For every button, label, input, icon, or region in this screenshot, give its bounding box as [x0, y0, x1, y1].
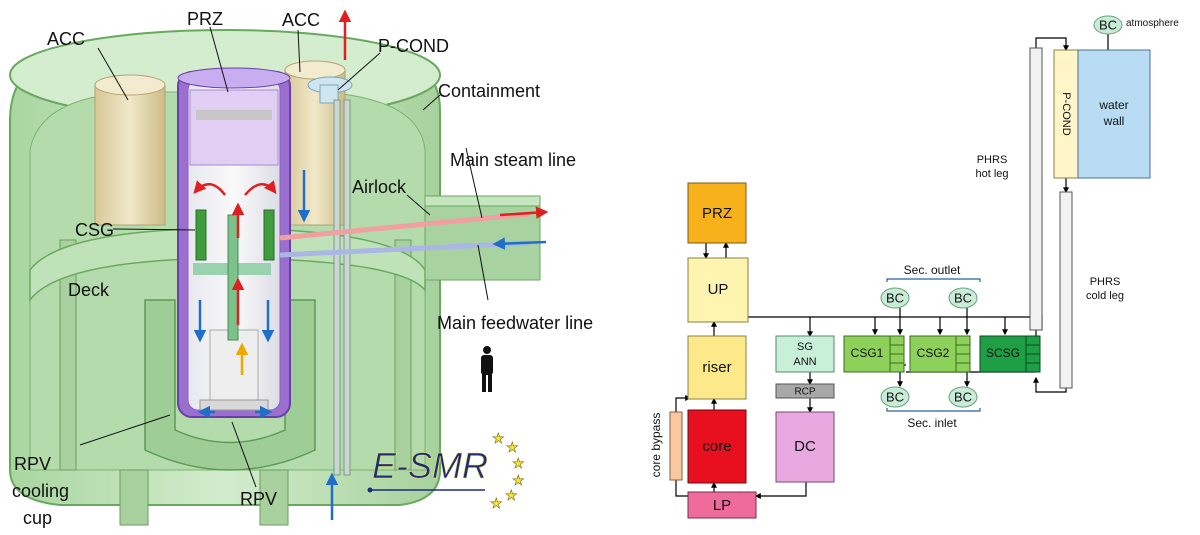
- svg-text:BC: BC: [954, 389, 972, 404]
- svg-text:UP: UP: [708, 281, 729, 298]
- label-phrs-cold-line2: cold leg: [1086, 290, 1124, 302]
- eu-stars-icon: ★ ★ ★ ★ ★ ★: [490, 430, 525, 512]
- svg-text:SCSG: SCSG: [986, 346, 1020, 360]
- label-main-feedwater-line: Main feedwater line: [437, 313, 593, 333]
- rpv-vessel: [177, 67, 291, 418]
- logo-text: E-SMR: [372, 445, 488, 486]
- svg-text:CSG1: CSG1: [851, 346, 884, 360]
- label-prz: PRZ: [187, 9, 223, 29]
- svg-text:★: ★: [505, 487, 518, 503]
- block-prz: PRZ: [687, 182, 747, 244]
- svg-text:PRZ: PRZ: [702, 205, 732, 222]
- label-main-steam-line: Main steam line: [450, 150, 576, 170]
- label-phrs-hot-line1: PHRS: [977, 154, 1008, 166]
- block-rcp: RCP: [775, 383, 835, 399]
- svg-text:BC: BC: [886, 290, 904, 305]
- svg-text:DC: DC: [794, 438, 816, 455]
- p-cond-unit: [307, 76, 353, 476]
- svg-text:BC: BC: [1099, 17, 1117, 32]
- bc-sec-outlet-2: BC: [948, 287, 978, 309]
- acc-tank-left: [94, 74, 166, 226]
- e-smr-logo: E-SMR ★ ★ ★ ★ ★ ★: [367, 430, 525, 512]
- svg-text:RCP: RCP: [794, 387, 815, 398]
- svg-text:riser: riser: [702, 359, 731, 376]
- label-rpv: RPV: [240, 489, 277, 509]
- label-acc-right: ACC: [282, 10, 320, 30]
- label-rpv-cooling-cup-line3: cup: [23, 508, 52, 528]
- main-steam-pipe: [279, 211, 531, 241]
- svg-text:core: core: [702, 438, 731, 455]
- label-rpv-cooling-cup-line2: cooling: [12, 481, 69, 501]
- rpv-cooling-cup: [144, 299, 316, 471]
- block-riser: riser: [687, 335, 747, 400]
- svg-text:★: ★: [512, 472, 525, 488]
- svg-text:CSG2: CSG2: [917, 346, 950, 360]
- label-phrs-hot-line2: hot leg: [975, 168, 1008, 180]
- block-scsg: SCSG: [979, 335, 1041, 373]
- phrs-hot-leg-pipe: [1029, 47, 1043, 331]
- block-dc: DC: [775, 411, 835, 483]
- svg-text:core bypass: core bypass: [649, 413, 663, 478]
- svg-text:LP: LP: [713, 497, 731, 514]
- label-containment: Containment: [438, 81, 540, 101]
- main-feedwater-pipe: [279, 240, 531, 258]
- block-water-wall: water wall: [1077, 49, 1151, 179]
- label-csg: CSG: [75, 220, 114, 240]
- label-atmosphere: atmosphere: [1126, 18, 1179, 29]
- block-core-bypass: core bypass: [649, 411, 683, 481]
- label-p-cond: P-COND: [378, 36, 449, 56]
- phrs-cold-leg-pipe: [1059, 191, 1073, 389]
- svg-text:SG: SG: [797, 341, 813, 353]
- label-airlock: Airlock: [352, 177, 407, 197]
- block-core: core: [687, 409, 747, 484]
- svg-text:BC: BC: [954, 290, 972, 305]
- label-sec-inlet: Sec. inlet: [907, 416, 957, 430]
- svg-text:★: ★: [490, 495, 503, 511]
- bc-sec-inlet-1: BC: [880, 386, 910, 408]
- block-lp: LP: [687, 491, 757, 519]
- svg-text:★: ★: [492, 430, 505, 446]
- svg-text:water: water: [1098, 98, 1128, 112]
- human-figure-icon: [481, 346, 493, 392]
- containment-illustration: ACC PRZ ACC P-COND Containment Main stea…: [9, 9, 593, 528]
- label-acc-left: ACC: [47, 29, 85, 49]
- deck-platform: [29, 227, 426, 303]
- flow-arrows: [193, 9, 549, 520]
- block-csg2: CSG2: [909, 335, 971, 373]
- sec-inlet-bracket: [886, 408, 981, 412]
- bc-sec-outlet-1: BC: [880, 287, 910, 309]
- label-deck: Deck: [68, 280, 110, 300]
- bc-atmosphere: BC: [1093, 15, 1123, 35]
- leader-lines: [79, 26, 489, 488]
- sec-outlet-bracket: [886, 278, 981, 282]
- bc-sec-inlet-2: BC: [948, 386, 978, 408]
- support-legs: [59, 239, 412, 526]
- svg-text:BC: BC: [886, 389, 904, 404]
- label-phrs-cold-line1: PHRS: [1090, 276, 1121, 288]
- block-csg1: CSG1: [843, 335, 905, 373]
- label-rpv-cooling-cup-line1: RPV: [14, 454, 51, 474]
- block-up: UP: [687, 257, 749, 323]
- nodalization-diagram: PRZ UP riser core LP core bypass SG ANN: [649, 15, 1179, 519]
- svg-text:★: ★: [512, 455, 525, 471]
- svg-text:★: ★: [506, 439, 519, 455]
- svg-text:P-COND: P-COND: [1060, 92, 1072, 135]
- svg-text:ANN: ANN: [793, 356, 816, 368]
- block-p-cond: P-COND: [1053, 49, 1079, 179]
- block-sg-ann: SG ANN: [775, 335, 835, 373]
- svg-text:wall: wall: [1103, 114, 1125, 128]
- label-sec-outlet: Sec. outlet: [904, 263, 961, 277]
